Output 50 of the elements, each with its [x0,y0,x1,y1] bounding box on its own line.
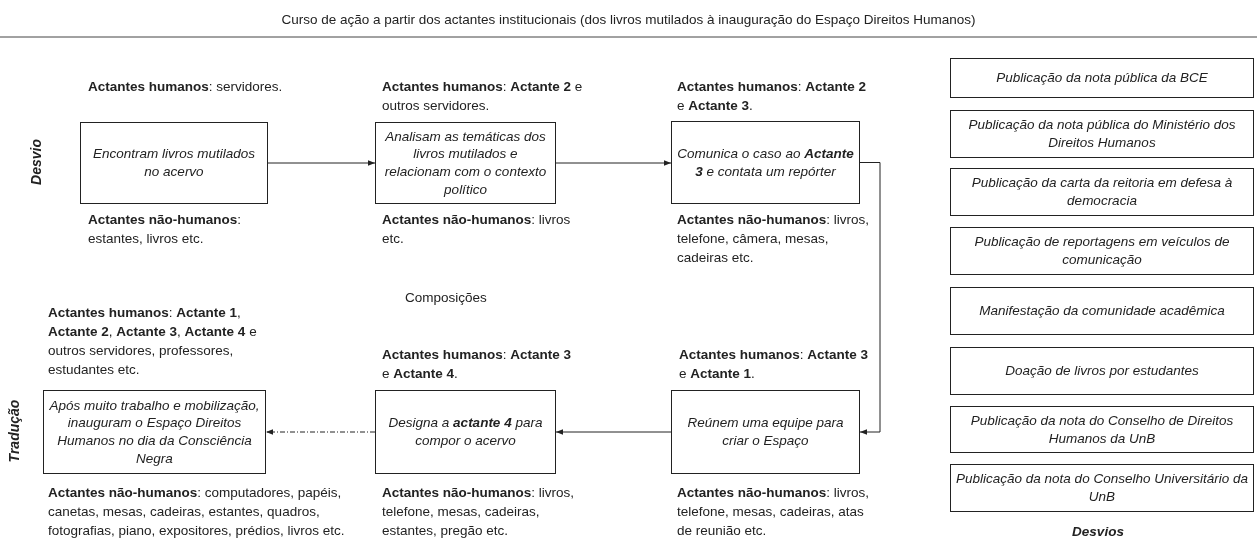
box-text: Publicação da carta da reitoria em defesa à democracia [970,174,1234,210]
box-text: Comunica o caso ao Actante 3 e contata um repórter [676,144,855,181]
event-box [950,347,1254,395]
box-text: Doação de livros por estudantes [1004,362,1200,380]
diagram-title: Curso de ação a partir dos actantes institucionais (dos livros mutilados à inauguração do Espaço Direitos Humanos) [280,12,977,27]
arrow [267,160,376,166]
box-text: Reúnem uma equipe para criar o Espaço [686,414,845,450]
arrow [555,160,672,166]
box-text: Publicação da nota do Conselho Universitário da UnB [955,470,1249,506]
phase-label: Desvio [28,138,44,187]
nonhuman-actants-note: Actantes não-humanos: livros, telefone, câmera, mesas, cadeiras etc. [677,211,871,267]
process-box [671,121,860,204]
phase-label: Tradução [6,398,22,465]
process-box [671,390,860,474]
human-actants-note: Actantes humanos: Actante 1, Actante 2, Actante 3, Actante 4 e outros servidores, professores, estudantes etc. [48,304,258,379]
nonhuman-actants-note: Actantes não-humanos: livros etc. [382,211,572,248]
box-text: Publicação da nota pública do Ministério dos Direitos Humanos [967,116,1237,152]
nonhuman-actants-note: Actantes não-humanos: computadores, papéis, canetas, mesas, cadeiras, estantes, quadros, fotografias, piano, expositores, prédios, livros etc. [48,484,346,540]
nonhuman-actants-note: Actantes não-humanos: livros, telefone, mesas, cadeiras, estantes, pregão etc. [382,484,576,540]
box-text: Publicação de reportagens em veículos de comunicação [973,233,1231,269]
event-box [950,110,1254,158]
event-box [950,464,1254,512]
process-box [80,122,268,204]
arrow [555,429,672,435]
arrow [859,162,881,435]
event-box [950,227,1254,275]
human-actants-note: Actantes humanos: Actante 3 e Actante 4. [382,346,573,383]
process-box [43,390,266,474]
human-actants-note: Actantes humanos: Actante 2 e Actante 3. [677,78,868,115]
process-box [375,122,556,204]
section-label: Composições [405,290,487,305]
box-text: Após muito trabalho e mobilização, inauguram o Espaço Direitos Humanos no dia da Consciência Negra [48,396,261,468]
event-box [950,406,1254,453]
arrow [265,429,376,435]
process-box [375,390,556,474]
human-actants-note: Actantes humanos: Actante 3 e Actante 1. [679,346,870,383]
box-text: Manifestação da comunidade acadêmica [978,302,1226,320]
box-text: Designa a actante 4 para compor o acervo [387,414,544,450]
group-caption: Desvios [1071,524,1125,539]
event-box [950,168,1254,216]
event-box [950,58,1254,98]
box-text: Analisam as temáticas dos livros mutilados e relacionam com o contexto político [383,127,548,199]
nonhuman-actants-note: Actantes não-humanos: estantes, livros etc. [88,211,243,248]
box-text: Publicação da nota do Conselho de Direitos Humanos da UnB [969,411,1235,448]
event-box [950,287,1254,335]
human-actants-note: Actantes humanos: servidores. [88,78,284,96]
nonhuman-actants-note: Actantes não-humanos: livros, telefone, mesas, cadeiras, atas de reunião etc. [677,484,871,540]
box-text: Encontram livros mutilados no acervo [91,145,257,181]
box-text: Publicação da nota pública da BCE [995,69,1209,87]
human-actants-note: Actantes humanos: Actante 2 e outros servidores. [382,78,584,115]
